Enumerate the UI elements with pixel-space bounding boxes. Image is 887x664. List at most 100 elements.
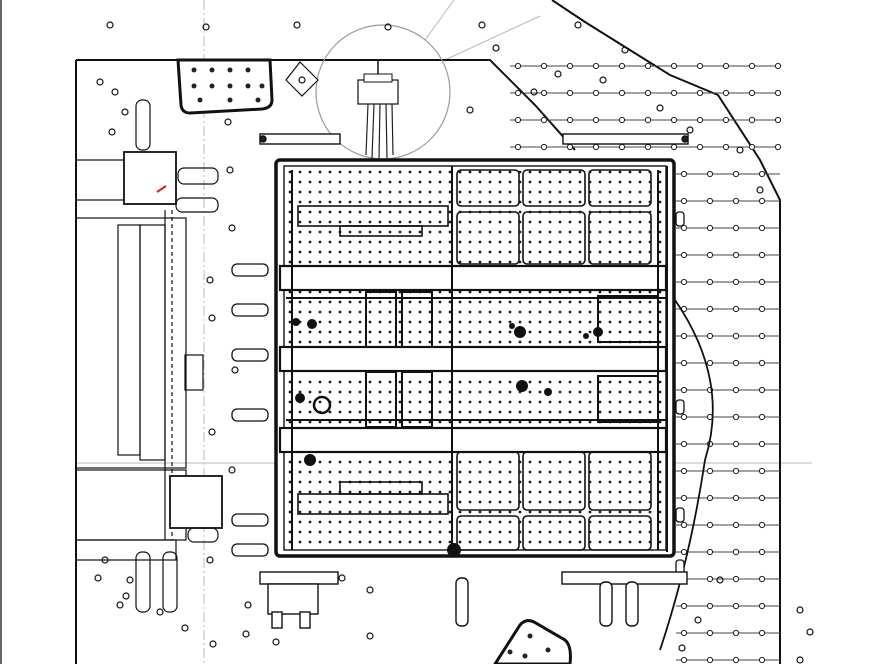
table-hole bbox=[468, 180, 472, 184]
table-hole bbox=[428, 380, 432, 384]
table-hole bbox=[658, 330, 662, 334]
table-hole bbox=[608, 260, 612, 264]
table-hole bbox=[428, 400, 432, 404]
table-hole bbox=[348, 220, 352, 224]
table-hole bbox=[538, 250, 542, 254]
table-hole bbox=[288, 240, 292, 244]
table-hole bbox=[448, 520, 452, 524]
table-hole bbox=[428, 190, 432, 194]
bolt-row-hole bbox=[680, 386, 688, 394]
bolt-row-hole bbox=[680, 332, 688, 340]
table-hole bbox=[568, 340, 572, 344]
table-hole bbox=[538, 480, 542, 484]
table-hole bbox=[618, 170, 622, 174]
table-hole bbox=[418, 190, 422, 194]
table-hole bbox=[658, 420, 662, 424]
table-hole bbox=[338, 380, 342, 384]
table-hole bbox=[328, 220, 332, 224]
table-hole bbox=[438, 180, 442, 184]
table-hole bbox=[478, 420, 482, 424]
table-hole bbox=[358, 540, 362, 544]
table-hole bbox=[398, 290, 402, 294]
table-hole bbox=[288, 540, 292, 544]
table-hole bbox=[408, 500, 412, 504]
table-hole bbox=[608, 220, 612, 224]
table-hole bbox=[328, 340, 332, 344]
table-hole bbox=[448, 300, 452, 304]
table-hole bbox=[428, 250, 432, 254]
bolt-row-hole bbox=[748, 89, 756, 97]
table-hole bbox=[528, 330, 532, 334]
table-hole bbox=[608, 170, 612, 174]
table-hole bbox=[538, 510, 542, 514]
table-hole bbox=[488, 390, 492, 394]
right-clamp-tab bbox=[675, 399, 685, 415]
table-hole bbox=[578, 290, 582, 294]
table-hole bbox=[588, 410, 592, 414]
table-hole bbox=[618, 480, 622, 484]
table-hole bbox=[608, 180, 612, 184]
table-hole bbox=[428, 490, 432, 494]
table-hole bbox=[388, 420, 392, 424]
table-hole bbox=[338, 250, 342, 254]
table-hole bbox=[638, 540, 642, 544]
table-hole bbox=[318, 330, 322, 334]
table-hole bbox=[588, 340, 592, 344]
table-hole bbox=[308, 290, 312, 294]
table-hole bbox=[468, 310, 472, 314]
table-hole bbox=[628, 260, 632, 264]
bolt-row-hole bbox=[758, 467, 766, 475]
table-hole bbox=[528, 460, 532, 464]
table-hole bbox=[478, 310, 482, 314]
bolt-row-hole bbox=[758, 251, 766, 259]
table-hole bbox=[528, 380, 532, 384]
table-hole bbox=[548, 470, 552, 474]
table-hole bbox=[338, 390, 342, 394]
table-hole bbox=[578, 410, 582, 414]
table-hole bbox=[568, 390, 572, 394]
table-hole bbox=[468, 540, 472, 544]
table-hole bbox=[328, 290, 332, 294]
table-hole bbox=[308, 340, 312, 344]
table-hole bbox=[598, 170, 602, 174]
table-hole bbox=[348, 460, 352, 464]
bolt-row-hole bbox=[618, 143, 626, 151]
table-hole bbox=[468, 500, 472, 504]
table-hole bbox=[618, 200, 622, 204]
table-hole bbox=[508, 530, 512, 534]
table-hole bbox=[388, 400, 392, 404]
table-hole bbox=[518, 320, 522, 324]
table-hole bbox=[568, 310, 572, 314]
table-hole bbox=[358, 240, 362, 244]
bolt-row-hole bbox=[680, 629, 688, 637]
bolt-row-hole bbox=[706, 224, 714, 232]
table-hole bbox=[338, 420, 342, 424]
table-hole bbox=[538, 240, 542, 244]
table-hole bbox=[608, 410, 612, 414]
table-hole bbox=[348, 320, 352, 324]
table-hole bbox=[628, 470, 632, 474]
table-hole bbox=[618, 290, 622, 294]
mounting-hole bbox=[384, 23, 392, 31]
table-hole bbox=[628, 400, 632, 404]
table-hole bbox=[288, 410, 292, 414]
table-hole bbox=[318, 300, 322, 304]
table-hole bbox=[348, 380, 352, 384]
table-hole bbox=[598, 220, 602, 224]
table-hole bbox=[528, 200, 532, 204]
table-hole bbox=[548, 340, 552, 344]
table-hole bbox=[618, 410, 622, 414]
mounting-hole bbox=[106, 21, 114, 29]
table-hole bbox=[478, 540, 482, 544]
table-hole bbox=[338, 240, 342, 244]
table-hole bbox=[518, 300, 522, 304]
detail-circle bbox=[315, 24, 451, 160]
table-hole bbox=[568, 260, 572, 264]
table-hole bbox=[598, 470, 602, 474]
clamp-tab bbox=[231, 408, 269, 422]
table-hole bbox=[388, 190, 392, 194]
bolt-row-hole bbox=[592, 143, 600, 151]
bolt-row-hole bbox=[680, 494, 688, 502]
mounting-hole bbox=[806, 628, 814, 636]
table-hole bbox=[418, 530, 422, 534]
